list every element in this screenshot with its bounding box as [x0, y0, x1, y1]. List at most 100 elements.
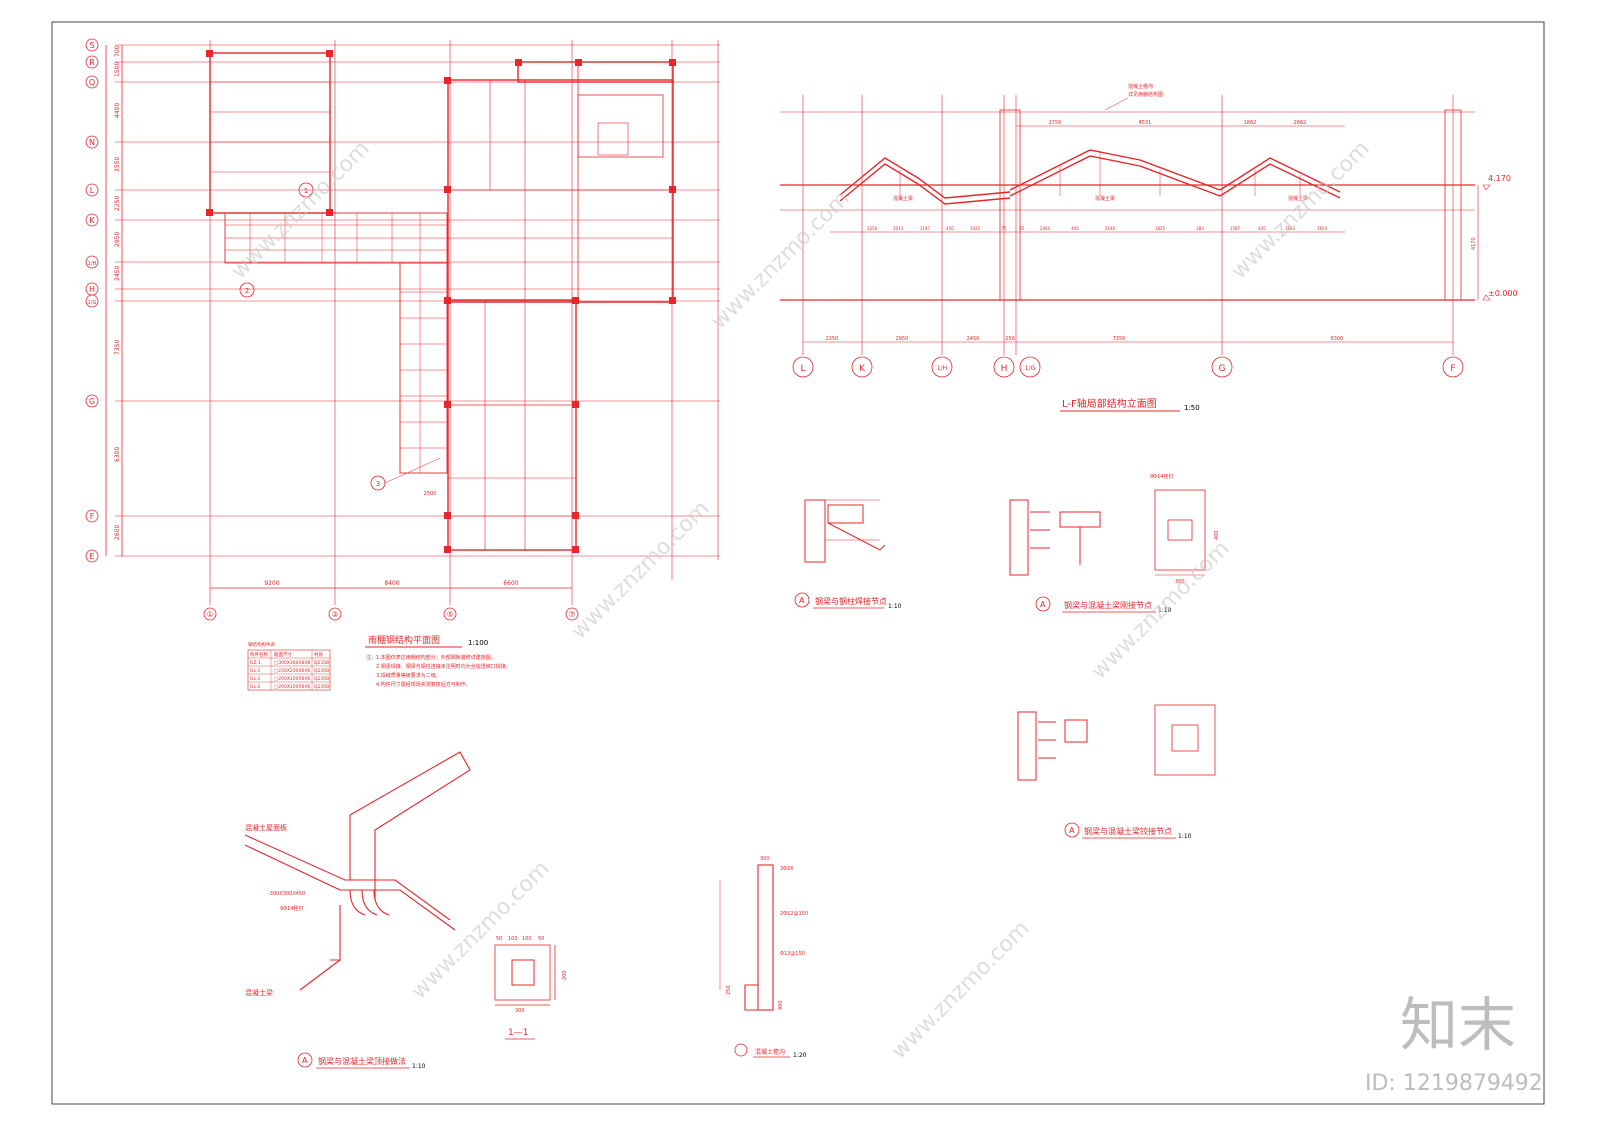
elevation-inner-dim: 1587: [1230, 226, 1241, 231]
plan-note: 4.构件尺寸需经现场实测复核后方可制作。: [376, 681, 471, 688]
plan-scale: 1:100: [468, 639, 488, 647]
elevation-inner-dim: 75: [1019, 226, 1025, 231]
sheet-border: [51, 21, 1545, 1105]
table-cell: GL-2: [250, 684, 261, 690]
table-cell: GL-1: [250, 668, 261, 674]
elevation-inner-dim: 1825: [1155, 226, 1166, 231]
elevation-bottom-dim: 2950: [896, 336, 909, 342]
plan-left-dim: 2950: [114, 232, 121, 247]
detail-weld-node: A 钢梁与钢柱焊接节点 1:10: [794, 499, 902, 610]
plan-axis-label: G: [89, 397, 95, 406]
elevation-axis-bubbles: L K 1/H H 1/G G F: [792, 356, 1464, 378]
elevation-inner-dim: 1654: [1317, 226, 1328, 231]
plan-axis-label: E: [89, 552, 94, 561]
elevation-inner-dim: 445: [1071, 226, 1079, 231]
watermark: 知末 ID: 1219879492 www.znzmo.com www.znzm…: [227, 136, 1543, 1096]
elevation-inner-dim: 445: [1258, 226, 1266, 231]
plan-axis-label: ③: [331, 610, 338, 619]
detail-marker: A: [1040, 600, 1046, 609]
plan-callout: 3: [376, 480, 380, 488]
detail-marker: A: [1069, 826, 1075, 835]
table-cell: Q235B: [314, 676, 329, 682]
elevation-top-dim: 2750: [1049, 120, 1062, 126]
elevation-label: 混凝土梁: [893, 195, 913, 202]
elevation-axis-label: H: [1001, 364, 1008, 374]
detail-top-scale: 1:10: [412, 1063, 426, 1070]
detail-plate-dim: 100: [508, 936, 518, 942]
plan-structure: [209, 52, 674, 551]
table-cell: GZ-1: [250, 660, 261, 666]
elevation-axis-label: K: [859, 364, 866, 374]
detail-hinge-node: A 钢梁与混凝土梁铰接节点 1:10: [1017, 704, 1216, 840]
level-top: 4.170: [1488, 174, 1511, 183]
plan-left-dim: 3550: [114, 157, 121, 172]
plan-axis-label: 1/H: [88, 261, 97, 267]
height-dim: 4170: [1471, 237, 1477, 250]
detail-section-plate: 50 100 100 50 300 200 1—1: [494, 936, 568, 1040]
elevation-top-dim: 2862: [1294, 120, 1307, 126]
elevation-axis-label: 1/H: [937, 365, 947, 372]
plan-callout: 1: [304, 187, 308, 195]
plan-note: 3.焊缝质量等级要求为二级。: [376, 672, 441, 679]
watermark-brand: 知末: [1400, 991, 1516, 1059]
plan-bottom-dim: 8400: [384, 580, 399, 587]
plan-note: 2.钢梁焊接、钢梁与钢柱连接未注明时均为全熔透坡口焊接。: [376, 663, 511, 670]
elevation-top-dim: 1862: [1244, 120, 1257, 126]
elevation-truss: [839, 149, 1341, 205]
table-cell: □200X100X6X6: [274, 684, 311, 690]
detail-plate-dim: 300: [1175, 579, 1185, 585]
plan-axis-label: Q: [89, 78, 95, 87]
plan-left-dim: 7350: [114, 340, 121, 355]
elevation-scale: 1:50: [1184, 404, 1200, 412]
plan-note: 注：1.本图仅表达雨棚结构部分，外部钢板装修详建施图。: [366, 654, 496, 661]
elevation-inner-dim: 1643: [1285, 226, 1296, 231]
detail-rigid-scale: 1:10: [1158, 607, 1172, 614]
detail-marker: A: [302, 1056, 308, 1065]
watermark-site: www.znzmo.com: [407, 856, 555, 1004]
watermark-id: ID: 1219879492: [1365, 1071, 1543, 1096]
detail-gutter-dim: 250: [726, 985, 732, 995]
detail-plate-dim: 100: [522, 936, 532, 942]
plan-left-dims: 700 1500 4400 3550 2250 2950 2450 7350 6…: [114, 45, 121, 540]
elevation-inner-dim: 2404: [1040, 226, 1051, 231]
detail-plate-dim: 300: [515, 1008, 525, 1014]
elevation-inner-dim: 1013: [893, 226, 904, 231]
elevation-top-dim: 4531: [1139, 120, 1152, 126]
detail-label-plate: -300X300X450: [268, 891, 305, 897]
plan-callout: 2: [245, 287, 249, 295]
detail-weld-title: 钢梁与钢柱焊接节点: [815, 596, 887, 606]
plan-axis-label: ⑦: [568, 610, 575, 619]
plan-axis-label: H: [89, 285, 95, 294]
plan-bottom-dim: 9200: [264, 580, 279, 587]
elevation-inner-dim: 1147: [920, 226, 931, 231]
detail-plate-dim: 50: [538, 936, 544, 942]
elevation-inner-dim: 450: [946, 226, 954, 231]
detail-section-label: 1—1: [508, 1028, 528, 1038]
detail-rigid-title: 钢梁与混凝土梁刚接节点: [1064, 600, 1152, 610]
detail-label-beam: 混凝土梁: [245, 988, 273, 997]
elevation-inner-dim: 1250: [867, 226, 878, 231]
elevation-inner-dim: 383: [1196, 226, 1204, 231]
elevation-bottom-dim: 2250: [826, 336, 839, 342]
table-header: 构件名称: [250, 651, 268, 658]
table-header: 材质: [314, 651, 323, 658]
table-cell: □250X200X6X6: [274, 668, 311, 674]
detail-label-stud: 9Φ14栓钉: [1150, 473, 1173, 480]
plan-columns: [206, 50, 676, 553]
detail-rigid-node: 300 400 9Φ14栓钉 A 钢梁与混凝土梁刚接节点 1:10: [1009, 473, 1220, 614]
detail-hinge-scale: 1:10: [1178, 833, 1192, 840]
detail-top-title: 钢梁与混凝土梁顶接做法: [318, 1056, 406, 1066]
table-cell: □300X300X8X8: [274, 660, 311, 666]
table-cell: Q235B: [314, 684, 329, 690]
detail-plate-dim: 50: [496, 936, 502, 942]
plan-left-dim: 6300: [114, 447, 121, 462]
plan-axis-label: ①: [206, 610, 213, 619]
detail-label-stud: 9Φ14栓钉: [280, 905, 303, 912]
table-cell: □200X100X6X6: [274, 676, 311, 682]
detail-gutter-dim: 400: [778, 1000, 784, 1010]
watermark-site: www.znzmo.com: [887, 916, 1035, 1064]
elevation-label: 混凝土梁: [1288, 195, 1308, 202]
elevation-axis-label: 1/G: [1025, 365, 1036, 372]
detail-gutter-dim: 2Φ12@150: [780, 911, 808, 917]
